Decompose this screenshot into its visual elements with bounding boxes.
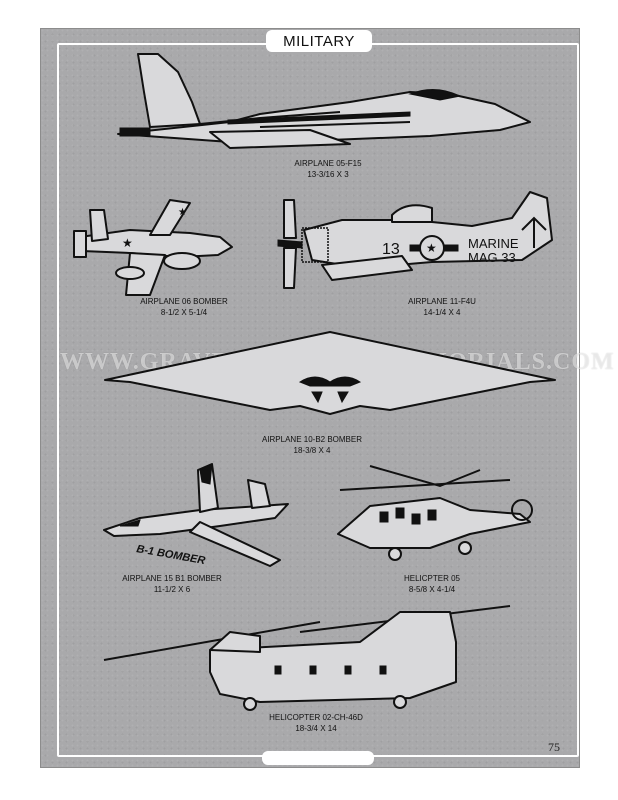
bottom-tab [262, 751, 374, 765]
corsair-mag-marking: MAG 33 [468, 250, 516, 265]
b1-bomber-marking: B-1 BOMBER [135, 543, 206, 567]
svg-text:★: ★ [426, 241, 437, 255]
page-number: 75 [548, 740, 560, 754]
svg-text:★: ★ [122, 236, 133, 250]
item-caption-b2: AIRPLANE 10-B2 BOMBER 18-3/8 X 4 [261, 435, 363, 455]
f4u-corsair-image[interactable]: ★ 13 MARINE MAG 33 [272, 190, 572, 295]
item-caption-ch46d: HELICOPTER 02-CH-46D 18-3/4 X 14 [269, 713, 363, 733]
b25-bomber-image[interactable]: ★ ★ [70, 195, 240, 300]
svg-text:★: ★ [178, 207, 187, 218]
item-caption-f15: AIRPLANE 05-F15 13-3/16 X 3 [294, 159, 362, 179]
b2-spirit-image[interactable] [100, 330, 560, 435]
ch46-helicopter-image[interactable] [100, 602, 520, 712]
page-title: MILITARY [266, 30, 372, 52]
corsair-marine-marking: MARINE [468, 236, 519, 251]
item-caption-b25: AIRPLANE 06 BOMBER 8-1/2 X 5-1/4 [140, 297, 228, 317]
corsair-number-marking: 13 [382, 241, 400, 258]
item-caption-helicopter05: HELICPTER 05 8-5/8 X 4-1/4 [403, 574, 461, 594]
f15-jet-image[interactable] [110, 52, 540, 152]
item-caption-b1: AIRPLANE 15 B1 BOMBER 11-1/2 X 6 [122, 574, 222, 594]
b1-lancer-image[interactable]: B-1 BOMBER [100, 460, 300, 570]
item-caption-f4u: AIRPLANE 11-F4U 14-1/4 X 4 [408, 297, 476, 317]
sea-king-helicopter-image[interactable] [330, 462, 540, 567]
